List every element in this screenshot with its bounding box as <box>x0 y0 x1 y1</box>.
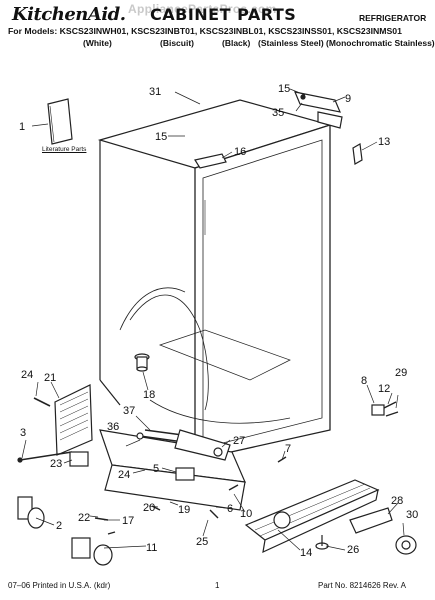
leader-lines <box>21 88 405 551</box>
callout-7: 7 <box>285 443 291 455</box>
callout-5: 5 <box>153 463 159 475</box>
roller-assembly <box>349 507 417 555</box>
literature-parts-label: Literature Parts <box>42 146 87 153</box>
callout-3: 3 <box>20 427 26 439</box>
callout-22: 22 <box>78 512 90 524</box>
callout-2: 2 <box>56 520 62 532</box>
callout-20: 20 <box>143 502 155 514</box>
callout-29: 29 <box>395 367 407 379</box>
callout-numbers: 1 3 2 5 6 7 8 9 10 11 12 13 14 15 15 16 … <box>19 83 418 559</box>
callout-37: 37 <box>123 405 135 417</box>
callout-10: 10 <box>240 508 252 520</box>
part-27-bracket <box>174 429 231 461</box>
leveling-leg-26 <box>315 535 329 550</box>
caster-4 <box>17 496 45 529</box>
color-label-black: (Black) <box>222 38 251 48</box>
page-header: KitchenAid. AppliancePartsPros.com CABIN… <box>0 0 435 74</box>
part-8-10-12 <box>371 401 399 417</box>
brand-logo: KitchenAid. <box>12 4 126 25</box>
callout-1: 1 <box>19 121 25 133</box>
footer-part-number: Part No. 8214626 Rev. A <box>318 581 406 590</box>
watermark: AppliancePartsPros.com <box>128 2 277 16</box>
callout-27: 27 <box>233 435 245 447</box>
color-label-stainless: (Stainless Steel) <box>258 38 324 48</box>
color-label-white: (White) <box>83 38 112 48</box>
part-23 <box>69 451 89 467</box>
callout-25: 25 <box>196 536 208 548</box>
literature-booklet-illustration <box>47 98 73 145</box>
callout-15-left: 15 <box>155 131 167 143</box>
callout-14: 14 <box>300 547 312 559</box>
rod-3 <box>17 451 73 463</box>
plug-part-18 <box>134 353 150 372</box>
rear-access-cover <box>54 384 93 456</box>
screw-24 <box>33 397 51 407</box>
callout-21: 21 <box>44 372 56 384</box>
callout-31: 31 <box>149 86 161 98</box>
callout-28: 28 <box>391 495 403 507</box>
callout-12: 12 <box>378 383 390 395</box>
callout-26: 26 <box>347 544 359 556</box>
footer-page-number: 1 <box>215 581 220 590</box>
callout-6: 6 <box>227 503 233 515</box>
callout-19: 19 <box>178 504 190 516</box>
callout-36: 36 <box>107 421 119 433</box>
callout-9: 9 <box>345 93 351 105</box>
callout-30: 30 <box>406 509 418 521</box>
callout-24-upper: 24 <box>21 369 33 381</box>
callout-8: 8 <box>361 375 367 387</box>
color-label-biscuit: (Biscuit) <box>160 38 194 48</box>
callout-18: 18 <box>143 389 155 401</box>
category-label: REFRIGERATOR <box>359 13 427 23</box>
callout-35: 35 <box>272 107 284 119</box>
section-title: CABINET PARTS <box>150 5 297 24</box>
models-line: For Models: KSCS23INWH01, KSCS23INBT01, … <box>8 26 402 36</box>
footer-print-info: 07–06 Printed in U.S.A. (kdr) <box>8 581 111 590</box>
callout-13: 13 <box>378 136 390 148</box>
roller-rail-14 <box>244 479 380 554</box>
callout-16: 16 <box>234 146 246 158</box>
hinge-bracket-16 <box>194 153 227 169</box>
callout-11: 11 <box>146 542 157 554</box>
callout-23: 23 <box>50 458 62 470</box>
caster-11 <box>71 537 113 566</box>
callout-17: 17 <box>122 515 134 527</box>
top-hinge-bracket <box>294 91 343 129</box>
callout-15-top: 15 <box>278 83 290 95</box>
part-13 <box>352 143 363 165</box>
color-label-monochromatic: (Monochromatic Stainless) <box>326 38 435 48</box>
callout-24-lower: 24 <box>118 469 130 481</box>
